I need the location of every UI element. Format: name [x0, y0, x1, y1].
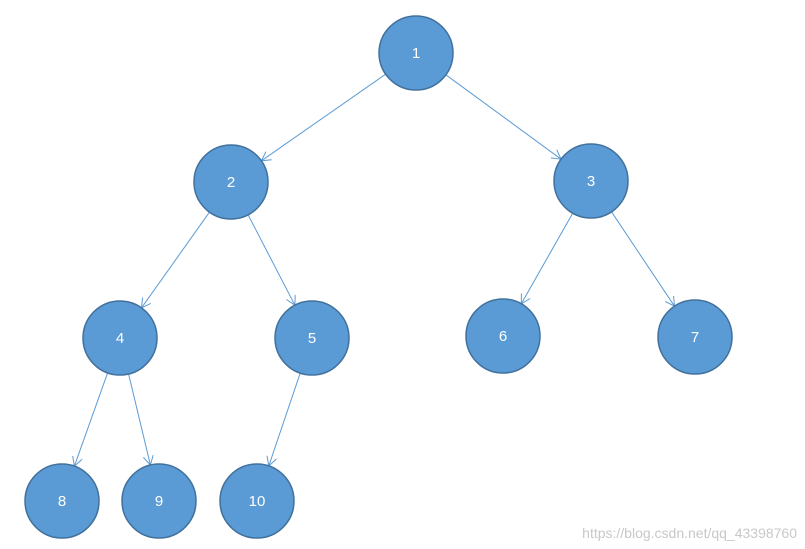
- edge-n2-n4: [140, 211, 210, 309]
- node-label: 3: [587, 173, 595, 190]
- node-label: 1: [412, 45, 420, 62]
- node-label: 9: [155, 493, 163, 510]
- node-circle: [378, 15, 454, 91]
- node-label: 7: [691, 329, 699, 346]
- tree-nodes: 1 2 3 4 5 6 7 8 9 10: [24, 15, 733, 539]
- tree-node-5: 5: [274, 300, 350, 376]
- tree-edges: [72, 73, 676, 468]
- node-circle: [465, 298, 541, 374]
- node-circle: [219, 463, 295, 539]
- node-circle: [193, 144, 269, 220]
- edge-n3-n6: [520, 212, 574, 305]
- node-circle: [657, 299, 733, 375]
- node-label: 4: [116, 330, 124, 347]
- edge-n4-n9: [128, 373, 154, 466]
- node-circle: [274, 300, 350, 376]
- tree-node-6: 6: [465, 298, 541, 374]
- tree-node-9: 9: [121, 463, 197, 539]
- tree-node-10: 10: [219, 463, 295, 539]
- tree-node-8: 8: [24, 463, 100, 539]
- node-label: 6: [499, 328, 507, 345]
- tree-node-1: 1: [378, 15, 454, 91]
- tree-node-7: 7: [657, 299, 733, 375]
- edge-n1-n2: [260, 73, 386, 162]
- node-label: 8: [58, 493, 66, 510]
- edge-n5-n10: [266, 372, 301, 467]
- edge-n4-n8: [72, 372, 109, 468]
- edge-n3-n7: [611, 211, 676, 308]
- tree-node-4: 4: [82, 300, 158, 376]
- edge-n2-n5: [247, 214, 296, 307]
- node-label: 10: [249, 493, 266, 510]
- node-label: 2: [227, 174, 235, 191]
- tree-node-3: 3: [553, 143, 629, 219]
- tree-node-2: 2: [193, 144, 269, 220]
- node-circle: [121, 463, 197, 539]
- node-circle: [82, 300, 158, 376]
- node-circle: [553, 143, 629, 219]
- edge-n1-n3: [445, 74, 562, 160]
- node-label: 5: [308, 330, 316, 347]
- watermark-text: https://blog.csdn.net/qq_43398760: [582, 525, 797, 541]
- node-circle: [24, 463, 100, 539]
